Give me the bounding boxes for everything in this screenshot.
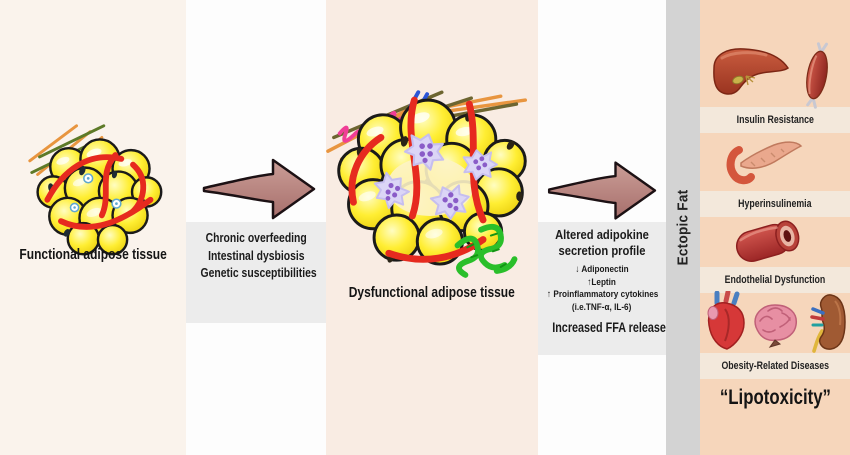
secretion-box-title: Altered adipokine secretion profile <box>555 227 649 258</box>
macrophage-icon <box>373 133 498 220</box>
muscle-icon <box>806 42 828 109</box>
heart-icon <box>707 291 745 350</box>
right-arrow-icon <box>202 158 316 220</box>
functional-adipose-tissue-icon <box>28 124 163 256</box>
obesity-related-diseases-label: Obesity-Related Diseases <box>700 353 850 379</box>
right-arrow-icon <box>547 161 657 220</box>
dysfunctional-adipose-tissue-icon <box>326 90 527 278</box>
brain-icon <box>754 304 797 348</box>
squiggle-texture <box>466 232 507 268</box>
secretion-item: (i.e.TNF-α, IL-6) <box>572 301 632 313</box>
causes-box: Chronic overfeeding Intestinal dysbiosis… <box>186 222 326 323</box>
secretion-item: ↑Leptin <box>587 276 617 288</box>
kidney-icon <box>810 294 846 353</box>
adipokine-secretion-box: Altered adipokine secretion profile ↓ Ad… <box>538 222 666 355</box>
secretion-item: ↓ Adiponectin <box>575 264 629 275</box>
secretion-box-items: ↓ Adiponectin ↑Leptin ↑ Proinflammatory … <box>538 264 666 314</box>
capillary-bits-icon <box>69 173 122 213</box>
ectopic-fat-bar: Ectopic Fat <box>666 0 700 455</box>
functional-tissue-title: Functional adipose tissue <box>19 246 167 263</box>
blood-vessels-icon <box>44 152 154 230</box>
insulin-resistance-label: Insulin Resistance <box>700 107 850 133</box>
blood-vessel-icon <box>735 220 800 262</box>
liver-icon <box>713 48 790 95</box>
cell-highlights <box>358 112 474 239</box>
ectopic-fat-label: Ectopic Fat <box>674 189 692 266</box>
cause-item: Intestinal dysbiosis <box>207 247 305 263</box>
ffa-release-label: Increased FFA release <box>552 320 666 335</box>
pancreas-icon <box>726 141 803 185</box>
dysfunctional-tissue-title: Dysfunctional adipose tissue <box>348 284 516 301</box>
cause-item: Chronic overfeeding <box>205 230 307 245</box>
hyperinsulinemia-label: Hyperinsulinemia <box>700 191 850 217</box>
endothelial-dysfunction-label: Endothelial Dysfunction <box>700 267 850 293</box>
secretion-item: ↑ Proinflammatory cytokines <box>547 289 659 300</box>
lipotoxicity-title: “Lipotoxicity” <box>719 386 831 409</box>
cause-item: Genetic susceptibilities <box>200 265 317 280</box>
